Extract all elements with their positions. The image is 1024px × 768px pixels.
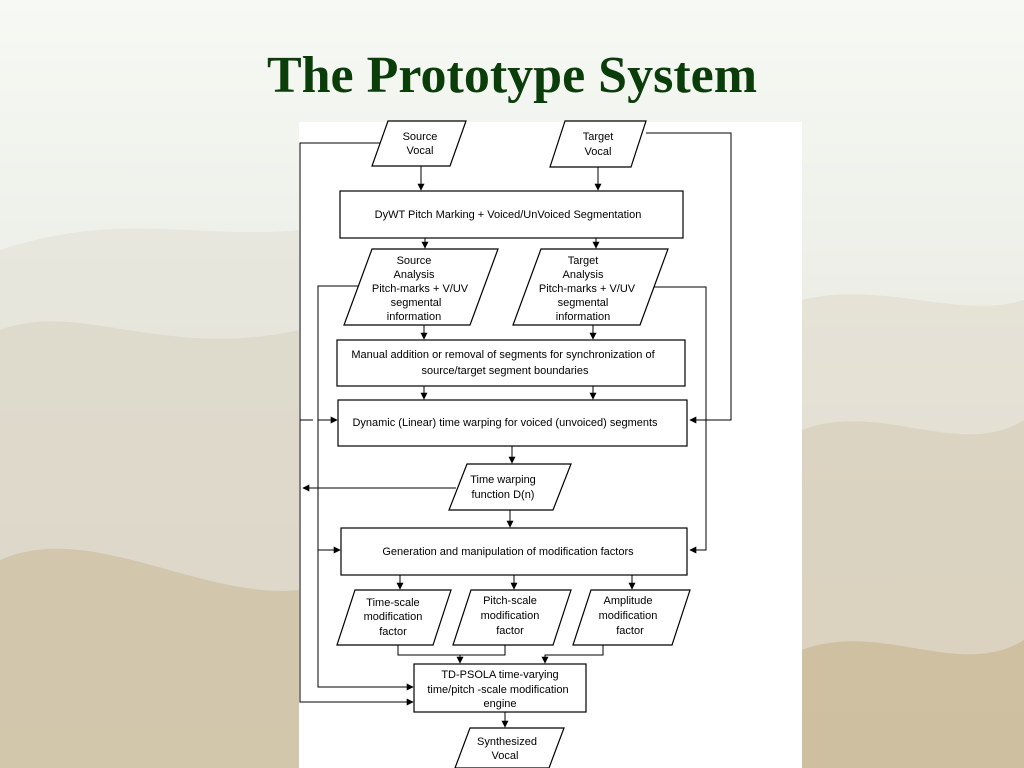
pitch-scale-line: modification	[481, 610, 540, 622]
synthesized-vocal-line: Synthesized	[477, 736, 537, 748]
target-vocal-line: Target	[583, 131, 614, 143]
target-analysis-line: Analysis	[563, 269, 604, 281]
tdpsola-line: engine	[483, 698, 516, 710]
edge-source-analysis-to-tdpsola	[317, 550, 414, 691]
edges	[299, 132, 732, 728]
target-analysis-line: Pitch-marks + V/UV	[539, 283, 636, 295]
node-warp-function: Time warping function D(n)	[448, 463, 572, 511]
edge-source-bypass	[299, 142, 414, 706]
dtw-line: Dynamic (Linear) time warping for voiced…	[352, 417, 658, 429]
node-manual-sync: Manual addition or removal of segments f…	[336, 339, 686, 387]
edge-amplitude-to-tdpsola	[541, 645, 604, 664]
source-analysis-line: Analysis	[394, 269, 435, 281]
tdpsola-line: time/pitch -scale modification	[427, 684, 568, 696]
edge-source-analysis-to-gen	[317, 420, 341, 554]
edge-target-analysis-to-gen	[648, 286, 707, 554]
tdpsola-line: TD-PSOLA time-varying	[441, 669, 558, 681]
warp-function-line: function D(n)	[472, 489, 535, 501]
node-generation: Generation and manipulation of modificat…	[340, 527, 688, 576]
node-target-vocal: Target Vocal	[549, 120, 647, 168]
dywt-line: DyWT Pitch Marking + Voiced/UnVoiced Seg…	[375, 209, 642, 221]
source-analysis-line: information	[387, 311, 441, 323]
slide-title: The Prototype System	[266, 47, 758, 104]
source-vocal-line: Vocal	[407, 145, 434, 157]
amplitude-line: factor	[616, 625, 644, 637]
target-analysis-line: Target	[568, 255, 599, 267]
time-scale-line: factor	[379, 626, 407, 638]
edge-pitch-to-tdpsola	[460, 645, 506, 656]
manual-sync-line: Manual addition or removal of segments f…	[351, 349, 655, 361]
source-vocal-line: Source	[403, 131, 438, 143]
time-scale-line: Time-scale	[366, 597, 419, 609]
generation-line: Generation and manipulation of modificat…	[382, 546, 634, 558]
pitch-scale-line: Pitch-scale	[483, 595, 537, 607]
node-dtw: Dynamic (Linear) time warping for voiced…	[337, 399, 688, 447]
synthesized-vocal-line: Vocal	[492, 750, 519, 762]
node-target-analysis: Target Analysis Pitch-marks + V/UV segme…	[512, 248, 669, 326]
node-dywt: DyWT Pitch Marking + Voiced/UnVoiced Seg…	[339, 190, 684, 239]
target-analysis-line: information	[556, 311, 610, 323]
node-synthesized-vocal: Synthesized Vocal	[454, 727, 565, 768]
amplitude-line: modification	[599, 610, 658, 622]
node-time-scale: Time-scale modification factor	[336, 589, 452, 646]
source-analysis-line: Pitch-marks + V/UV	[372, 283, 469, 295]
edge-time-to-tdpsola	[397, 645, 464, 664]
node-tdpsola: TD-PSOLA time-varying time/pitch -scale …	[413, 663, 587, 713]
node-amplitude: Amplitude modification factor	[572, 589, 691, 646]
source-analysis-line: segmental	[391, 297, 442, 309]
edge-target-bypass	[646, 132, 732, 424]
warp-function-line: Time warping	[470, 474, 536, 486]
edge-source-analysis-to-dtw	[317, 285, 360, 424]
manual-sync-line: source/target segment boundaries	[422, 365, 589, 377]
target-analysis-line: segmental	[558, 297, 609, 309]
node-source-vocal: Source Vocal	[371, 120, 467, 167]
pitch-scale-line: factor	[496, 625, 524, 637]
source-analysis-line: Source	[397, 255, 432, 267]
amplitude-line: Amplitude	[604, 595, 653, 607]
node-source-analysis: Source Analysis Pitch-marks + V/UV segme…	[343, 248, 499, 326]
time-scale-line: modification	[364, 611, 423, 623]
node-pitch-scale: Pitch-scale modification factor	[452, 589, 572, 646]
target-vocal-line: Vocal	[585, 146, 612, 158]
